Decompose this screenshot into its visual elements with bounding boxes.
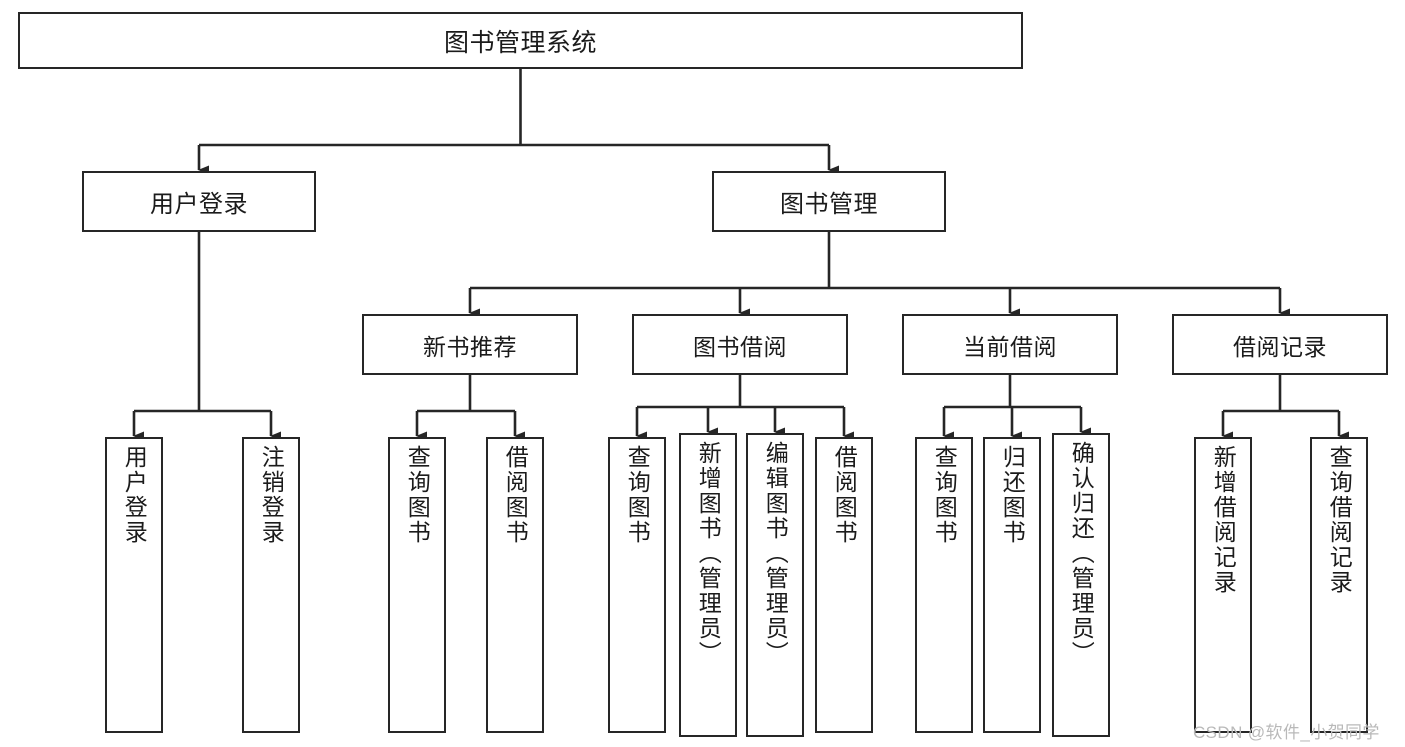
node-label: 确认归还（管理员） (1068, 441, 1095, 666)
node-book-management[interactable]: 图书管理 (712, 171, 946, 232)
node-label: 新增图书（管理员） (695, 441, 722, 666)
node-label: 图书借阅 (693, 333, 787, 360)
node-leaf-edit-book-admin[interactable]: 编辑图书（管理员） (746, 433, 804, 737)
node-leaf-return-book[interactable]: 归还图书 (983, 437, 1041, 733)
node-label: 图书管理 (780, 191, 878, 218)
node-leaf-confirm-return-admin[interactable]: 确认归还（管理员） (1052, 433, 1110, 737)
node-leaf-add-borrow-record[interactable]: 新增借阅记录 (1194, 437, 1252, 733)
node-borrow-record[interactable]: 借阅记录 (1172, 314, 1388, 375)
node-label: 注销登录 (258, 445, 285, 545)
node-label: 借阅记录 (1233, 333, 1327, 360)
node-leaf-query-book-borrow[interactable]: 查询图书 (608, 437, 666, 733)
node-label: 用户登录 (121, 445, 148, 545)
connector-lines (132, 69, 1349, 441)
node-leaf-borrow-book-recommend[interactable]: 借阅图书 (486, 437, 544, 733)
node-label: 编辑图书（管理员） (762, 441, 789, 666)
node-leaf-logout[interactable]: 注销登录 (242, 437, 300, 733)
node-label: 查询图书 (404, 445, 431, 545)
node-label: 查询图书 (624, 445, 651, 545)
node-current-borrow[interactable]: 当前借阅 (902, 314, 1118, 375)
node-label: 当前借阅 (963, 333, 1057, 360)
node-root-book-management-system[interactable]: 图书管理系统 (18, 12, 1023, 69)
node-book-borrow[interactable]: 图书借阅 (632, 314, 848, 375)
node-leaf-query-borrow-record[interactable]: 查询借阅记录 (1310, 437, 1368, 733)
node-label: 借阅图书 (502, 445, 529, 545)
node-user-login[interactable]: 用户登录 (82, 171, 316, 232)
node-label: 查询图书 (931, 445, 958, 545)
node-label: 借阅图书 (831, 445, 858, 545)
node-leaf-user-login[interactable]: 用户登录 (105, 437, 163, 733)
node-leaf-borrow-book[interactable]: 借阅图书 (815, 437, 873, 733)
csdn-watermark: CSDN @软件_小贺同学 (1193, 723, 1380, 742)
node-leaf-query-book-recommend[interactable]: 查询图书 (388, 437, 446, 733)
node-label: 图书管理系统 (443, 28, 597, 57)
node-new-book-recommend[interactable]: 新书推荐 (362, 314, 578, 375)
node-label: 新书推荐 (423, 333, 517, 360)
node-label: 归还图书 (999, 445, 1026, 545)
node-leaf-query-book-current[interactable]: 查询图书 (915, 437, 973, 733)
node-label: 查询借阅记录 (1326, 445, 1353, 595)
node-leaf-add-book-admin[interactable]: 新增图书（管理员） (679, 433, 737, 737)
node-label: 用户登录 (150, 191, 248, 218)
node-label: 新增借阅记录 (1210, 445, 1237, 595)
